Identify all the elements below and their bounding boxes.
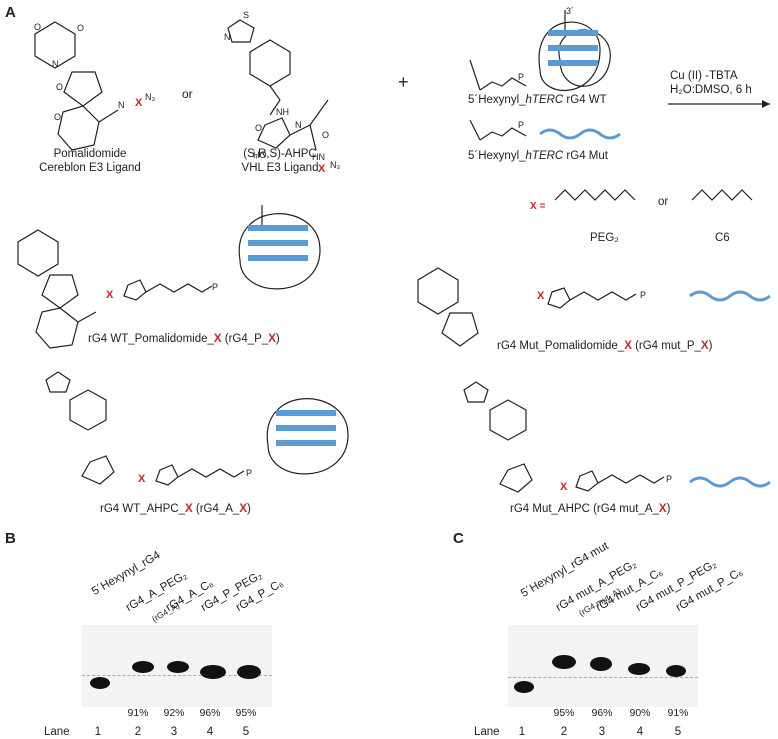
gel-b-lane-number-3: 3 (170, 726, 178, 738)
gel-c-lane-number-1: 1 (518, 726, 526, 738)
svg-text:O: O (54, 112, 61, 122)
pomalidomide-structure: O O N O O N X N₃ (34, 21, 155, 151)
gel-c-band-3 (590, 657, 612, 671)
ahpc-structure: S N NH O HO N O HN X N₃ (224, 10, 340, 175)
gel-b-percent-5: 95% (235, 707, 257, 719)
gel-b-lane-label: Lane (44, 726, 70, 738)
product-pom-wt-label: rG4 WT_Pomalidomide_X (rG4_P_X) (88, 333, 280, 345)
product-pom-mut-label: rG4 Mut_Pomalidomide_X (rG4 mut_P_X) (497, 340, 713, 352)
svg-text:P: P (640, 290, 646, 300)
svg-text:O: O (77, 23, 84, 33)
svg-text:S: S (243, 10, 249, 20)
linker-c6-label: C6 (715, 232, 730, 244)
linker-or: or (658, 196, 669, 208)
svg-text:X: X (135, 97, 143, 109)
product-ahpc-mut: X P (463, 381, 771, 493)
svg-text:X: X (537, 290, 545, 302)
gel-b-band-3 (167, 661, 189, 673)
svg-text:X: X (106, 289, 114, 301)
svg-text:O: O (255, 123, 262, 133)
svg-text:N: N (52, 59, 59, 69)
gel-c-band-4 (628, 663, 650, 675)
panel-c-label: C (453, 530, 464, 547)
product-pom-mut: X P (417, 267, 771, 347)
svg-text:N₃: N₃ (145, 92, 155, 102)
product-pom-wt: X P (17, 205, 321, 349)
svg-text:P: P (666, 474, 672, 484)
svg-text:O: O (34, 22, 41, 32)
gel-c-lane-number-3: 3 (598, 726, 606, 738)
gel-b (82, 625, 272, 707)
gel-c-band-5 (666, 665, 686, 677)
svg-text:N: N (224, 32, 231, 42)
peg2-linker (554, 189, 636, 201)
rg4-wt-label: 5´Hexynyl_hTERC rG4 WT (468, 94, 607, 106)
gel-b-lane-number-5: 5 (242, 726, 250, 738)
reaction-condition-2: H₂O:DMSO, 6 h (670, 84, 752, 96)
gel-c-percent-4: 90% (629, 707, 651, 719)
ahpc-name: (S,R,S)-AHPC (243, 148, 317, 160)
linker-x-equals: X = (530, 201, 546, 212)
or-label-1: or (182, 87, 193, 101)
gel-b-lane-number-4: 4 (206, 726, 214, 738)
linker-peg2-label: PEG₂ (590, 232, 619, 244)
gel-c-band-1 (514, 681, 534, 693)
svg-text:O: O (56, 82, 63, 92)
gel-b-band-2 (132, 661, 154, 673)
svg-text:X: X (560, 481, 568, 493)
svg-text:NH: NH (276, 107, 289, 117)
pomalidomide-name: Pomalidomide (53, 148, 127, 160)
svg-text:O: O (322, 130, 329, 140)
gel-c-percent-5: 91% (667, 707, 689, 719)
gel-b-percent-3: 92% (163, 707, 185, 719)
panel-a-label: A (5, 4, 16, 21)
gel-c-reference-line (508, 677, 698, 678)
c6-linker (691, 189, 753, 201)
reaction-condition-1: Cu (II) -TBTA (670, 70, 738, 82)
gel-b-lane-number-1: 1 (94, 726, 102, 738)
gel-c-percent-3: 96% (591, 707, 613, 719)
svg-text:X: X (318, 163, 326, 175)
rg4-mut-top: P (469, 119, 621, 141)
svg-text:HN: HN (312, 152, 325, 162)
rg4-wt-top: P 3´ (469, 6, 611, 92)
gel-c-lane-number-4: 4 (636, 726, 644, 738)
svg-text:P: P (518, 72, 524, 82)
svg-text:3´: 3´ (566, 6, 574, 16)
svg-text:N₃: N₃ (330, 160, 340, 170)
svg-text:P: P (212, 282, 218, 292)
gel-c-lane-label: Lane (474, 726, 500, 738)
svg-text:HO: HO (253, 150, 267, 160)
gel-b-band-5 (237, 665, 261, 679)
gel-c-percent-2: 95% (553, 707, 575, 719)
svg-text:N: N (118, 100, 125, 110)
ahpc-subtitle: VHL E3 Ligand (241, 162, 319, 174)
product-ahpc-wt-label: rG4 WT_AHPC_X (rG4_A_X) (100, 503, 251, 515)
gel-b-band-4 (200, 665, 226, 679)
product-ahpc-wt: X P (45, 371, 349, 486)
gel-b-reference-line (82, 675, 272, 676)
pomalidomide-subtitle: Cereblon E3 Ligand (39, 162, 141, 174)
svg-text:X: X (138, 473, 146, 485)
gel-c-lane-number-2: 2 (560, 726, 568, 738)
svg-text:P: P (246, 468, 252, 478)
gel-b-band-1 (90, 677, 110, 689)
gel-b-percent-4: 96% (199, 707, 221, 719)
product-ahpc-mut-label: rG4 Mut_AHPC (rG4 mut_A_X) (510, 503, 671, 515)
plus-sign: + (398, 72, 409, 92)
svg-text:N: N (295, 120, 302, 130)
gel-b-lane-number-2: 2 (134, 726, 142, 738)
gel-c (508, 625, 698, 707)
panel-b-label: B (5, 530, 16, 547)
gel-c-lane-number-5: 5 (674, 726, 682, 738)
svg-text:P: P (518, 120, 524, 130)
rg4-mut-label: 5´Hexynyl_hTERC rG4 Mut (468, 150, 608, 162)
gel-c-band-2 (552, 655, 576, 669)
gel-b-percent-2: 91% (127, 707, 149, 719)
